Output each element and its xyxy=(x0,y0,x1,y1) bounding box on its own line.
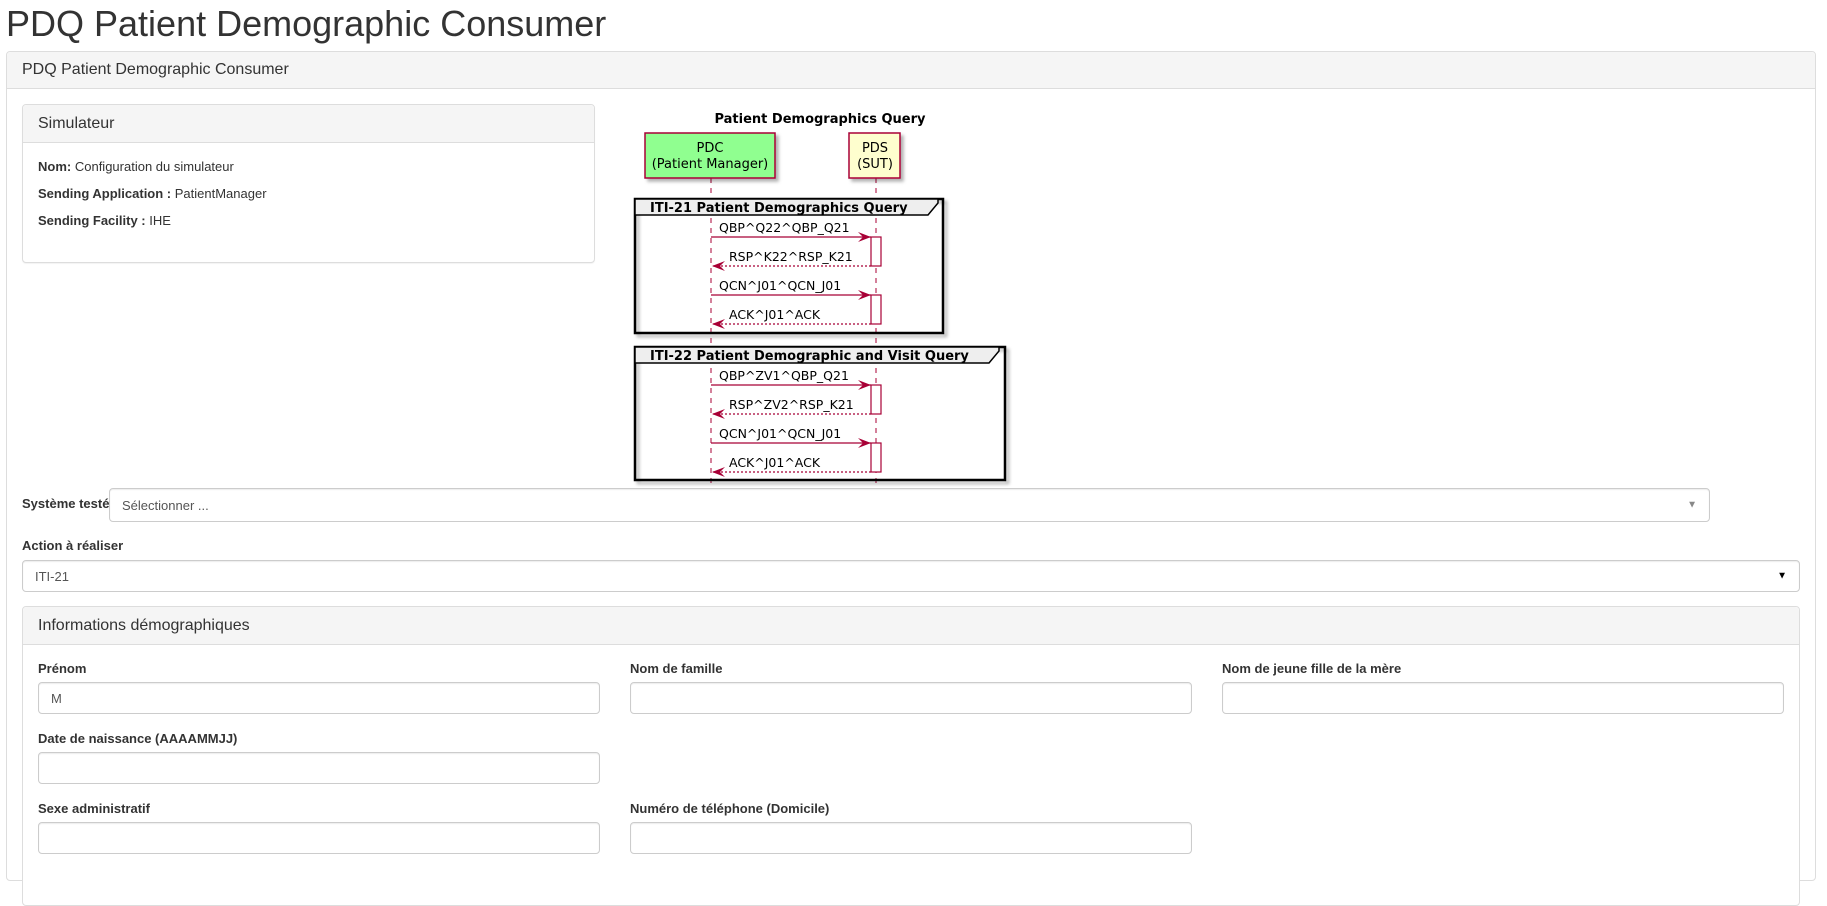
phone-input[interactable] xyxy=(630,822,1192,854)
activation-bar xyxy=(870,442,882,473)
arrow-head-icon xyxy=(712,319,725,329)
sending-facility-label: Sending Facility : xyxy=(38,213,146,228)
message-label: QCN^J01^QCN_J01 xyxy=(719,278,841,293)
sex-input[interactable] xyxy=(38,822,600,854)
mother-maiden-name-label: Nom de jeune fille de la mère xyxy=(1222,661,1402,676)
sex-label: Sexe administratif xyxy=(38,801,150,816)
demographics-panel-heading: Informations démographiques xyxy=(23,607,1799,645)
chevron-down-icon: ▼ xyxy=(1777,570,1787,582)
message-label: RSP^ZV2^RSP_K21 xyxy=(729,397,854,412)
last-name-label: Nom de famille xyxy=(630,661,723,676)
sending-application-value: PatientManager xyxy=(174,186,267,201)
birth-date-label: Date de naissance (AAAAMMJJ) xyxy=(38,731,238,746)
chevron-down-icon: ▼ xyxy=(1687,499,1697,511)
pds-name: PDS xyxy=(862,141,888,156)
action-select[interactable]: ITI-21 ▼ xyxy=(22,560,1800,592)
activation-bar xyxy=(870,236,882,267)
first-name-input[interactable]: M xyxy=(38,682,600,714)
message-label: ACK^J01^ACK xyxy=(729,455,821,470)
message-label: RSP^K22^RSP_K21 xyxy=(729,249,853,264)
group-title: ITI-22 Patient Demographic and Visit Que… xyxy=(650,349,969,364)
page-title: PDQ Patient Demographic Consumer xyxy=(6,3,607,44)
simulator-title: Simulateur xyxy=(38,114,115,132)
arrow-head-icon xyxy=(712,261,725,271)
arrow-head-icon xyxy=(858,232,871,242)
pdc-name: PDC xyxy=(697,141,724,156)
message-label: QCN^J01^QCN_J01 xyxy=(719,426,841,441)
participant-pdc: PDC (Patient Manager) xyxy=(644,132,776,179)
sending-application-row: Sending Application : PatientManager xyxy=(38,186,267,201)
sending-facility-value: IHE xyxy=(149,213,171,228)
main-panel-title: PDQ Patient Demographic Consumer xyxy=(22,61,289,78)
name-label: Nom: xyxy=(38,159,72,174)
pdc-role: (Patient Manager) xyxy=(652,157,769,172)
simulator-panel: Simulateur Nom: Configuration du simulat… xyxy=(22,104,595,263)
action-label: Action à réaliser xyxy=(22,538,124,553)
arrow-head-icon xyxy=(712,409,725,419)
arrow-head-icon xyxy=(858,438,871,448)
name-value: Configuration du simulateur xyxy=(74,159,234,174)
group-tab xyxy=(634,198,939,216)
arrow-head-icon xyxy=(858,380,871,390)
pds-role: (SUT) xyxy=(857,157,893,172)
system-tested-label: Système testé xyxy=(22,496,110,511)
simulator-panel-heading: Simulateur xyxy=(23,105,594,143)
message-label: QBP^ZV1^QBP_Q21 xyxy=(719,368,849,383)
activation-bar xyxy=(870,294,882,325)
sequence-diagram: Patient Demographics Query PDC (Patient … xyxy=(633,112,1007,490)
arrow-head-icon xyxy=(712,467,725,477)
group-title: ITI-21 Patient Demographics Query xyxy=(650,201,908,216)
phone-label: Numéro de téléphone (Domicile) xyxy=(630,801,830,816)
message-label: ACK^J01^ACK xyxy=(729,307,821,322)
system-tested-select[interactable]: Sélectionner ... ▼ xyxy=(109,488,1710,522)
birth-date-input[interactable] xyxy=(38,752,600,784)
main-panel-heading: PDQ Patient Demographic Consumer xyxy=(7,52,1815,89)
activation-bar xyxy=(870,384,882,415)
arrow-head-icon xyxy=(858,290,871,300)
demographics-title: Informations démographiques xyxy=(38,616,250,634)
system-tested-value: Sélectionner ... xyxy=(122,497,209,513)
last-name-input[interactable] xyxy=(630,682,1192,714)
sending-facility-row: Sending Facility : IHE xyxy=(38,213,171,228)
group-tab xyxy=(634,346,1000,364)
first-name-value: M xyxy=(51,690,62,706)
simulator-name-row: Nom: Configuration du simulateur xyxy=(38,159,234,174)
message-label: QBP^Q22^QBP_Q21 xyxy=(719,220,850,235)
participant-pds: PDS (SUT) xyxy=(848,132,901,179)
diagram-title: Patient Demographics Query xyxy=(714,112,926,127)
first-name-label: Prénom xyxy=(38,661,87,676)
sending-application-label: Sending Application : xyxy=(38,186,172,201)
action-value: ITI-21 xyxy=(35,568,69,584)
mother-maiden-name-input[interactable] xyxy=(1222,682,1784,714)
